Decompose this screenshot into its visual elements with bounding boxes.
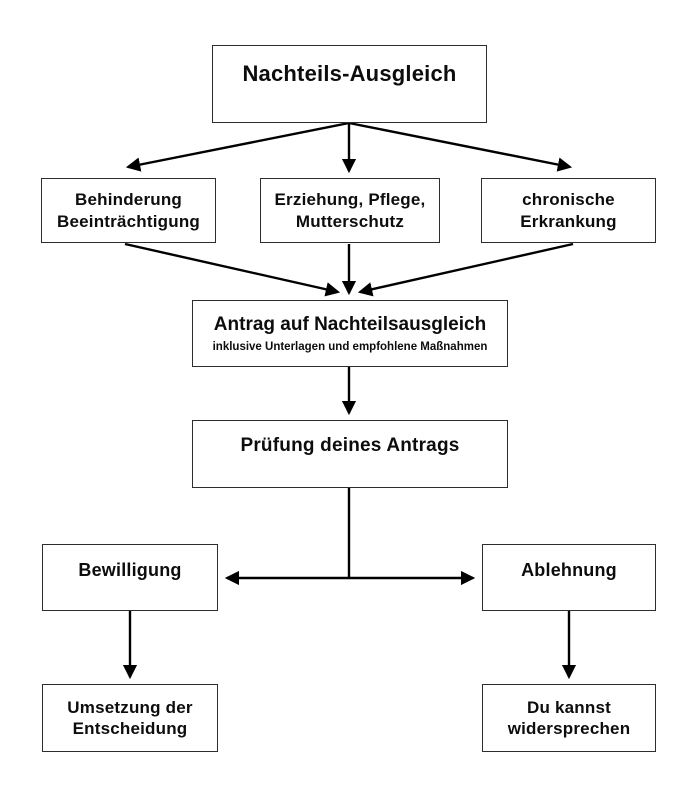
arrow-cause-left-to-application: [124, 242, 341, 297]
node-behinderung-beeintraechtigung: Behinderung Beeinträchtigung: [41, 178, 216, 243]
node-antrag-title: Antrag auf Nachteilsausgleich: [213, 314, 487, 335]
node-pruefung-deines-antrags: Prüfung deines Antrags: [192, 420, 508, 488]
arrow-root-to-cause-left: [125, 121, 350, 172]
node-erziehung-pflege-mutterschutz-label: Erziehung, Pflege, Mutterschutz: [274, 190, 426, 231]
node-erziehung-pflege-mutterschutz: Erziehung, Pflege, Mutterschutz: [260, 178, 440, 243]
arrow-cause-right-to-application: [357, 242, 574, 297]
node-widersprechen-label: Du kannst widersprechen: [507, 697, 631, 738]
arrow-root-to-cause-right: [348, 121, 573, 172]
node-chronische-erkrankung: chronische Erkrankung: [481, 178, 656, 243]
node-behinderung-beeintraechtigung-label: Behinderung Beeinträchtigung: [57, 190, 200, 231]
node-umsetzung-der-entscheidung: Umsetzung der Entscheidung: [42, 684, 218, 752]
node-umsetzung-label: Umsetzung der Entscheidung: [67, 697, 193, 738]
node-chronische-erkrankung-label: chronische Erkrankung: [520, 190, 617, 231]
node-antrag-subtitle: inklusive Unterlagen und empfohlene Maßn…: [212, 340, 488, 353]
node-du-kannst-widersprechen: Du kannst widersprechen: [482, 684, 656, 752]
node-pruefung-label: Prüfung deines Antrags: [240, 435, 460, 456]
node-nachteils-ausgleich-label: Nachteils-Ausgleich: [242, 61, 457, 86]
node-bewilligung: Bewilligung: [42, 544, 218, 611]
node-antrag-auf-nachteilsausgleich: Antrag auf Nachteilsausgleich inklusive …: [192, 300, 508, 367]
node-ablehnung-label: Ablehnung: [521, 560, 617, 580]
node-bewilligung-label: Bewilligung: [78, 560, 182, 580]
node-ablehnung: Ablehnung: [482, 544, 656, 611]
node-nachteils-ausgleich: Nachteils-Ausgleich: [212, 45, 487, 123]
